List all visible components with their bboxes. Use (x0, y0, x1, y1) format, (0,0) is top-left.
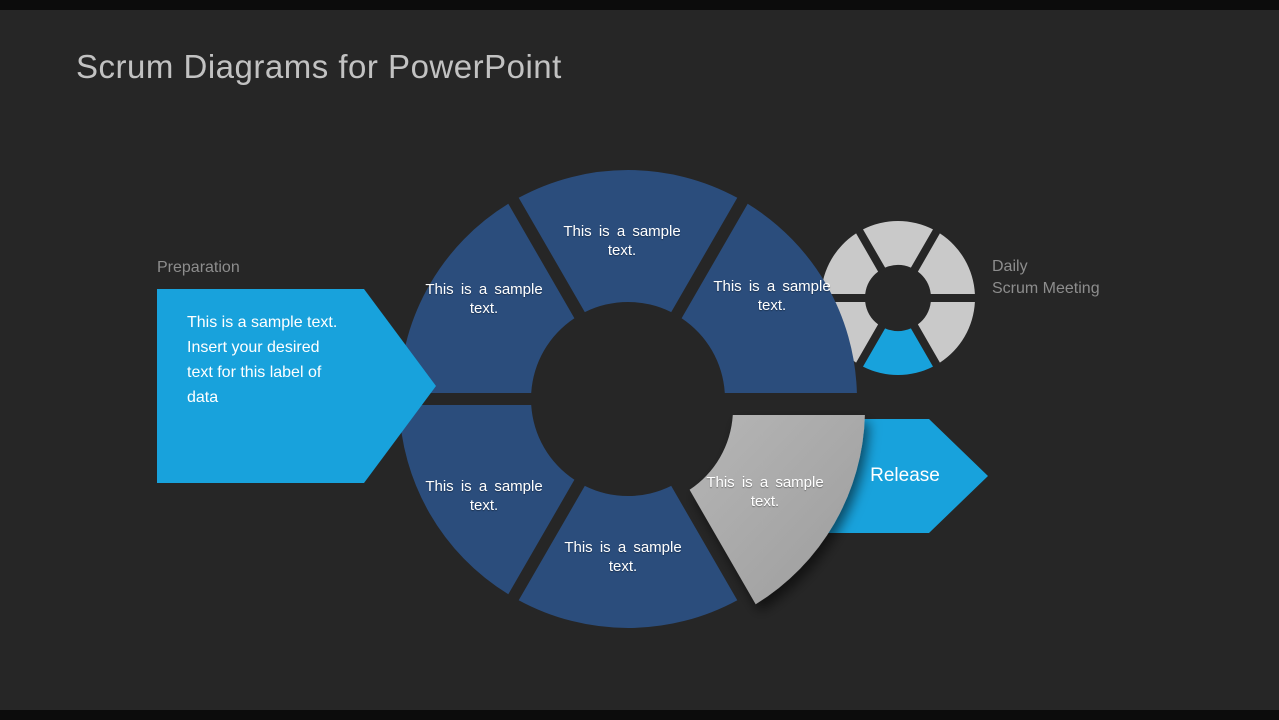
daily-scrum-caption-line2: Scrum Meeting (992, 280, 1100, 297)
main-cycle-segment-top-right (681, 203, 857, 393)
daily-scrum-caption-line1: Daily (992, 258, 1028, 275)
main-cycle-segment-top-center (518, 170, 738, 313)
mini-cycle-segment-top-right (917, 233, 975, 294)
release-arrow-label: Release (870, 465, 940, 486)
daily-scrum-caption: Daily Scrum Meeting (992, 256, 1100, 300)
preparation-caption: Preparation (157, 259, 240, 276)
top-letterbox-bar (0, 0, 1279, 10)
main-cycle-segment-top-left (399, 203, 575, 393)
mini-cycle-segment-top-center (863, 220, 933, 268)
mini-cycle-segment-bottom-center-highlight (863, 328, 933, 376)
segment-text-top-right: This is a sample text. (713, 278, 831, 314)
segment-text-bottom-right: This is a sample text. (706, 474, 824, 510)
mini-cycle-segment-right-bottom (917, 302, 975, 363)
main-cycle (399, 170, 857, 628)
main-cycle-segment-bottom-right-highlighted (689, 415, 865, 605)
mini-cycle-segment-top-left (821, 233, 879, 294)
slide-title: Scrum Diagrams for PowerPoint (76, 48, 562, 85)
segment-text-top-center: This is a sample text. (563, 223, 681, 259)
segment-text-top-left: This is a sample text. (425, 281, 543, 317)
bottom-letterbox-bar (0, 710, 1279, 720)
main-cycle-segment-bottom-center (518, 485, 738, 628)
preparation-arrow-text: This is a sample text. Insert your desir… (187, 314, 338, 406)
segment-text-bottom-center: This is a sample text. (564, 539, 682, 575)
preparation-arrow (157, 289, 436, 483)
main-cycle-segment-bottom-left (399, 405, 575, 595)
segment-text-bottom-left: This is a sample text. (425, 478, 543, 514)
